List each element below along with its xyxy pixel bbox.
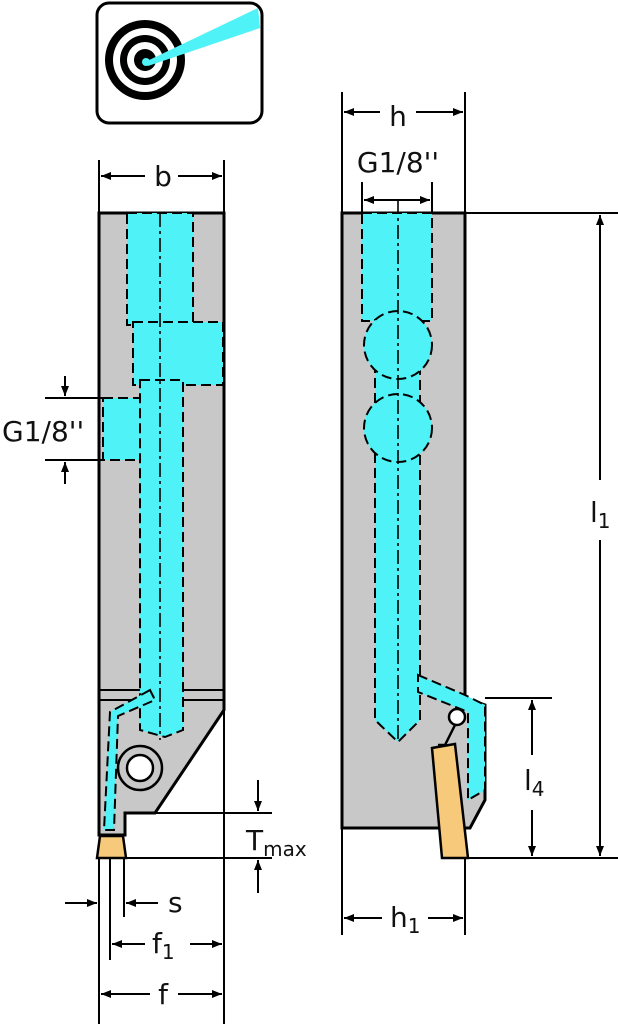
dim-h1: h1 xyxy=(390,901,420,938)
dim-h: h xyxy=(389,100,407,133)
dim-tmax: Tmax xyxy=(245,824,307,861)
dim-f: f xyxy=(158,978,169,1011)
dim-l1: l1 xyxy=(590,496,611,533)
front-view xyxy=(95,211,226,860)
side-view xyxy=(340,200,487,860)
dim-f1: f1 xyxy=(152,927,175,964)
front-dimensions: b G1/8'' Tmax s f1 f xyxy=(2,160,307,1024)
dim-b: b xyxy=(154,160,172,193)
side-dimensions: h G1/8'' l1 l4 h1 xyxy=(341,92,618,938)
insert-front xyxy=(95,834,128,860)
dim-l4: l4 xyxy=(524,764,545,801)
dim-port-side: G1/8'' xyxy=(357,146,439,179)
dim-port-front: G1/8'' xyxy=(2,415,84,448)
dim-s: s xyxy=(168,886,183,919)
internal-coolant-target-icon xyxy=(95,1,264,125)
